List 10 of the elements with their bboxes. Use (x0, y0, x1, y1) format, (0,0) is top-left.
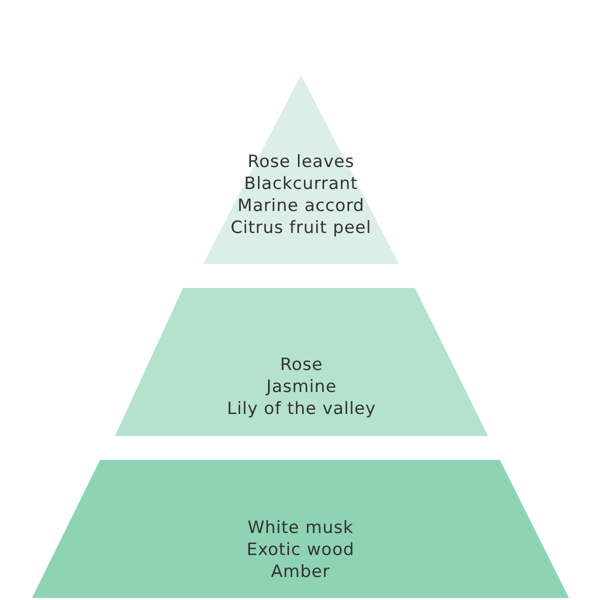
note-text: Rose leaves (248, 151, 354, 173)
note-text: Blackcurrant (244, 173, 358, 195)
note-text: Citrus fruit peel (230, 217, 372, 239)
note-text: White musk (248, 517, 354, 539)
note-text: Amber (271, 561, 330, 583)
note-text: Lily of the valley (227, 398, 376, 420)
note-text: Exotic wood (246, 539, 354, 561)
note-text: Jasmine (266, 376, 337, 398)
note-text: Rose (280, 354, 323, 376)
note-text: Marine accord (238, 195, 364, 217)
